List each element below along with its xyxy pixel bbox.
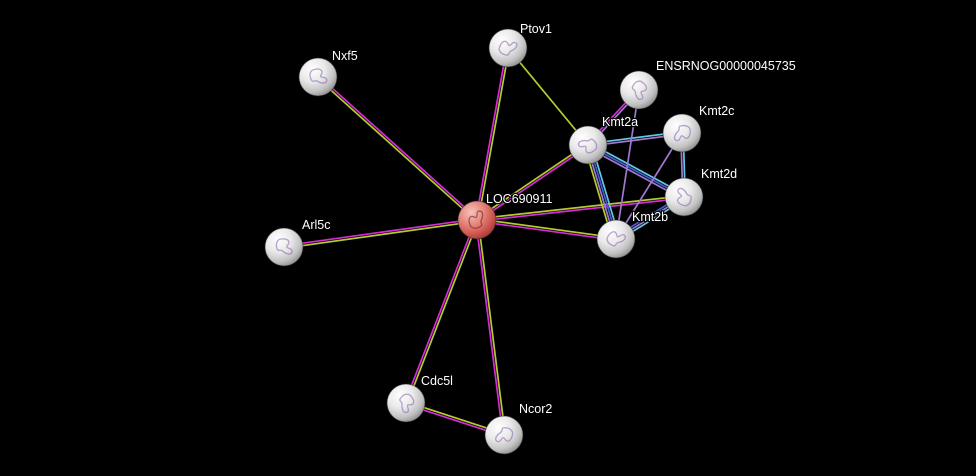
edge-line-textmining — [476, 194, 684, 220]
edge-line-textmining — [284, 220, 478, 250]
node-label-Kmt2c: Kmt2c — [699, 104, 734, 118]
node-Ncor2[interactable] — [484, 415, 524, 455]
node-label-LOC690911: LOC690911 — [486, 192, 553, 206]
node-Kmt2c[interactable] — [662, 113, 702, 153]
protein-sphere — [457, 200, 497, 240]
node-Kmt2b[interactable] — [596, 219, 636, 259]
protein-sphere — [662, 113, 702, 153]
node-label-Kmt2b: Kmt2b — [632, 210, 668, 224]
protein-sphere — [619, 70, 659, 110]
edge-line-textmining — [316, 77, 477, 222]
node-ENSRNOG00000045735[interactable] — [619, 70, 659, 110]
node-Ptov1[interactable] — [488, 28, 528, 68]
edge-line-experiments — [477, 197, 685, 223]
edge-line-textmining — [475, 143, 588, 220]
edge-Arl5c-LOC690911[interactable] — [283, 217, 478, 250]
edge-Cdc5l-LOC690911[interactable] — [404, 219, 479, 404]
protein-sphere — [264, 227, 304, 267]
node-label-ENSRNOG00000045735: ENSRNOG00000045735 — [656, 59, 796, 73]
node-Arl5c[interactable] — [264, 227, 304, 267]
node-label-Kmt2a: Kmt2a — [602, 115, 638, 129]
edge-Ptov1-LOC690911[interactable] — [474, 47, 511, 221]
node-label-Nxf5: Nxf5 — [332, 49, 358, 63]
edge-line-textmining — [477, 217, 617, 239]
node-Kmt2a[interactable] — [568, 125, 608, 165]
node-label-Ncor2: Ncor2 — [519, 402, 552, 416]
edge-LOC690911-Kmt2b[interactable] — [476, 217, 617, 242]
edge-line-experiments — [474, 220, 504, 436]
edge-Nxf5-LOC690911[interactable] — [316, 75, 479, 222]
edge-line-experiments — [474, 47, 508, 220]
node-LOC690911[interactable] — [457, 200, 497, 240]
edge-line-experiments — [404, 219, 477, 403]
node-label-Cdc5l: Cdc5l — [421, 374, 453, 388]
edge-line-textmining — [507, 47, 589, 146]
edge-line-experiments — [477, 145, 590, 222]
edge-Kmt2c-Kmt2b[interactable] — [615, 132, 683, 240]
protein-sphere — [298, 57, 338, 97]
labels-layer: Ptov1Nxf5ENSRNOG00000045735Kmt2cKmt2aKmt… — [301, 21, 797, 418]
node-Kmt2d[interactable] — [664, 177, 704, 217]
protein-sphere — [664, 177, 704, 217]
edge-line-experiments — [318, 75, 479, 220]
edge-LOC690911-Kmt2d[interactable] — [476, 194, 685, 223]
nodes-layer — [264, 28, 704, 455]
protein-sphere — [484, 415, 524, 455]
node-label-Ptov1: Ptov1 — [520, 22, 552, 36]
edge-line-textmining — [477, 48, 511, 221]
edge-LOC690911-Kmt2a[interactable] — [475, 143, 590, 222]
protein-sphere — [386, 383, 426, 423]
edge-line-homology — [615, 89, 640, 240]
edge-line-experiments — [283, 217, 477, 247]
edge-line-homology — [615, 132, 683, 240]
node-Cdc5l[interactable] — [386, 383, 426, 423]
edge-line-textmining — [477, 219, 507, 435]
node-label-Kmt2d: Kmt2d — [701, 167, 737, 181]
protein-sphere — [568, 125, 608, 165]
node-Nxf5[interactable] — [298, 57, 338, 97]
edge-line-textmining — [406, 220, 479, 404]
node-label-Arl5c: Arl5c — [302, 218, 330, 232]
protein-sphere — [488, 28, 528, 68]
protein-sphere — [596, 219, 636, 259]
edge-Ncor2-LOC690911[interactable] — [474, 219, 507, 436]
edge-ENSRNOG00000045735-Kmt2b[interactable] — [615, 89, 640, 240]
edge-Ptov1-Kmt2a[interactable] — [507, 47, 589, 146]
edge-line-experiments — [476, 220, 616, 242]
